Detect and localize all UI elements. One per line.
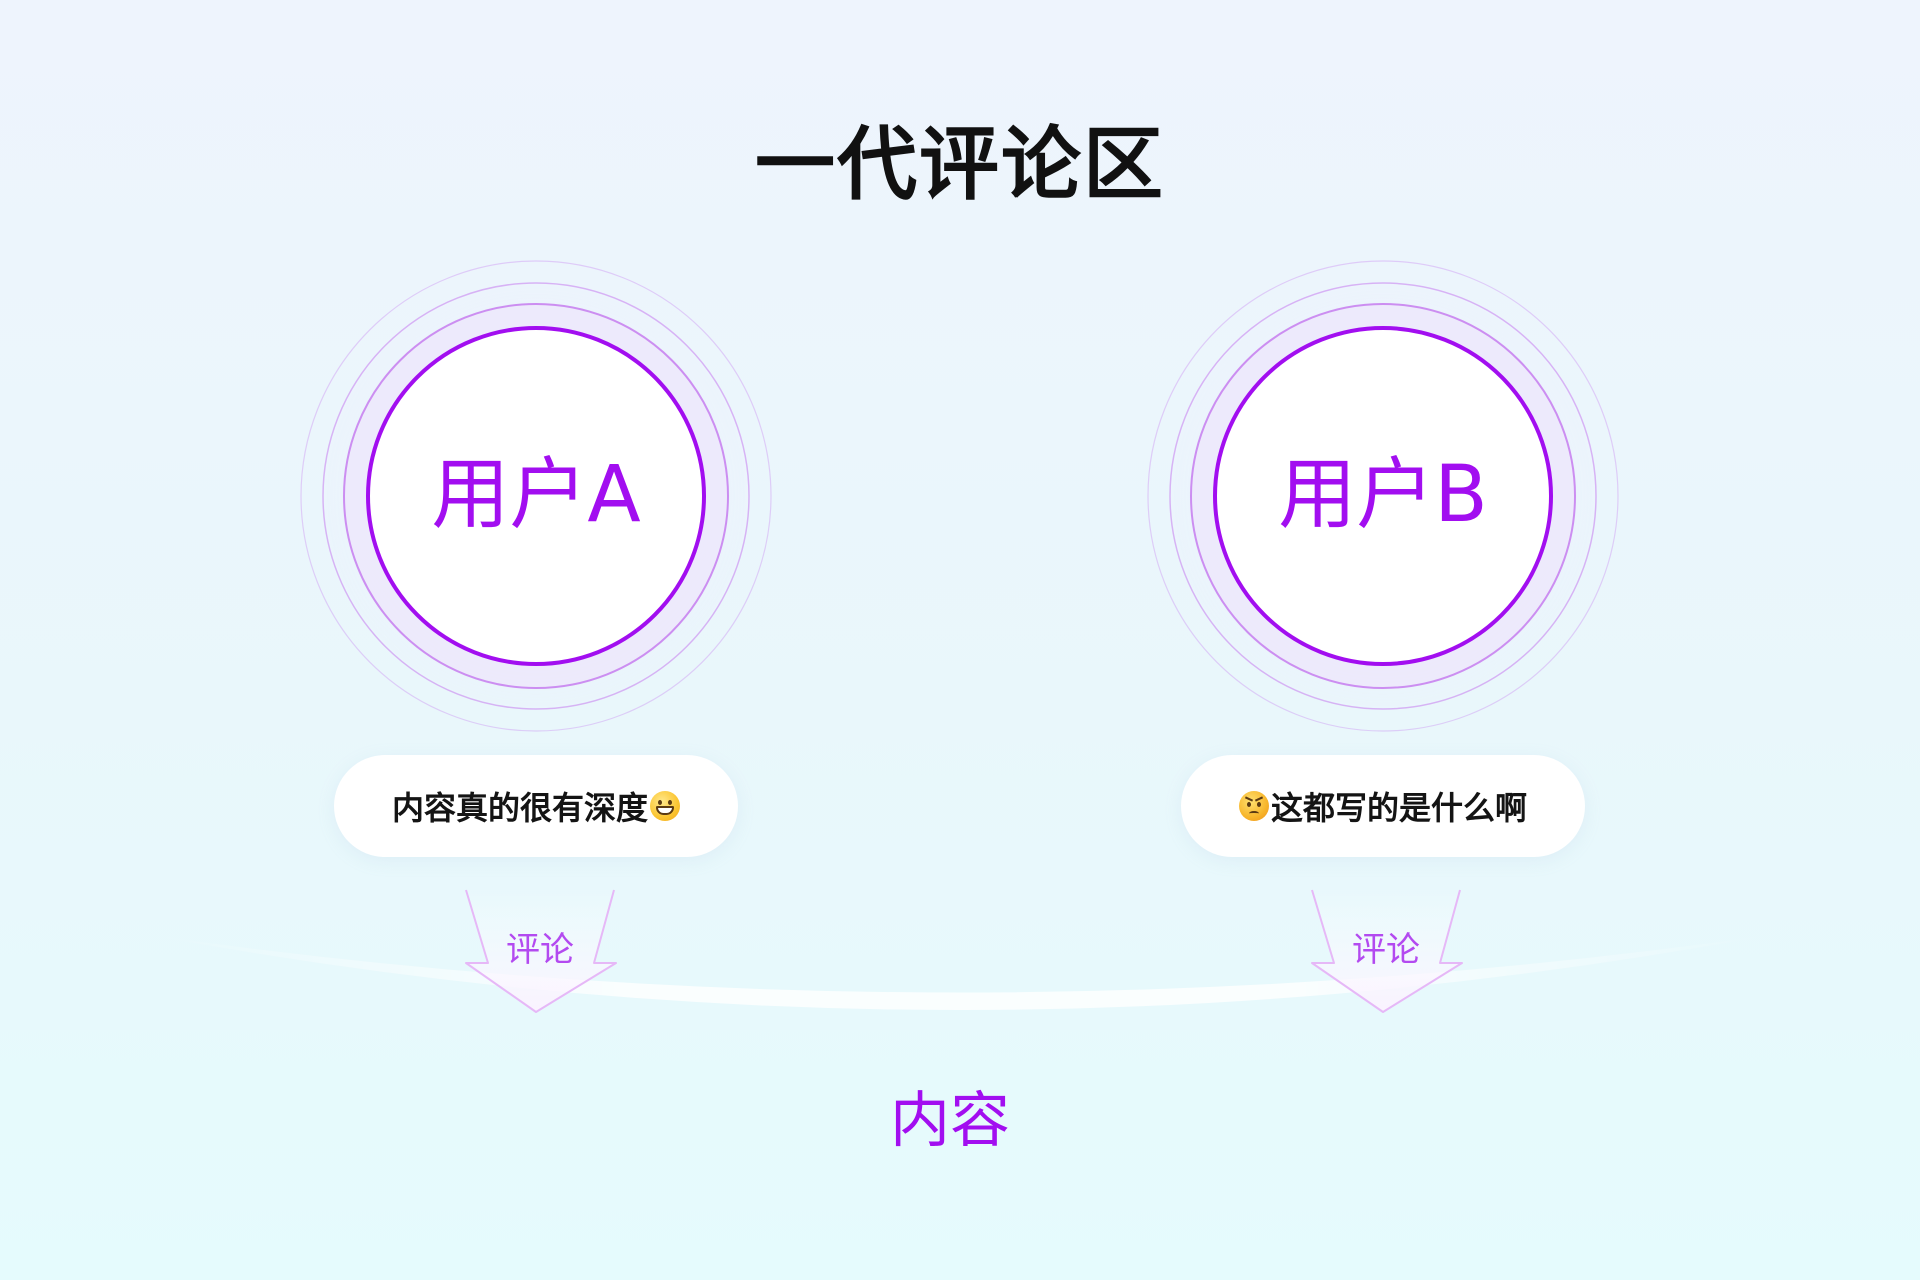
arrow-label-b: 评论: [1352, 930, 1420, 970]
user-b-avatar-circle: [1147, 260, 1619, 732]
arrow-label-a: 评论: [506, 930, 574, 970]
comment-text-a: 内容真的很有深度: [391, 789, 648, 827]
diagram-title: 一代评论区: [755, 118, 1165, 211]
comment-arrow-b: [1311, 885, 1463, 1013]
user-a-label: 用户A: [431, 450, 641, 540]
comment-bubble-a: 内容真的很有深度: [334, 755, 738, 857]
content-label: 内容: [890, 1086, 1010, 1156]
comment-text-b: 这都写的是什么啊: [1270, 789, 1527, 827]
grinning-face-icon: [650, 791, 680, 821]
comment-arrow-a: [465, 885, 617, 1013]
user-b-label: 用户B: [1278, 450, 1488, 540]
angry-face-icon: [1238, 791, 1269, 821]
user-a-avatar-circle: [300, 260, 772, 732]
content-arc: [150, 935, 1770, 1010]
comment-bubble-b: 这都写的是什么啊: [1181, 755, 1585, 857]
